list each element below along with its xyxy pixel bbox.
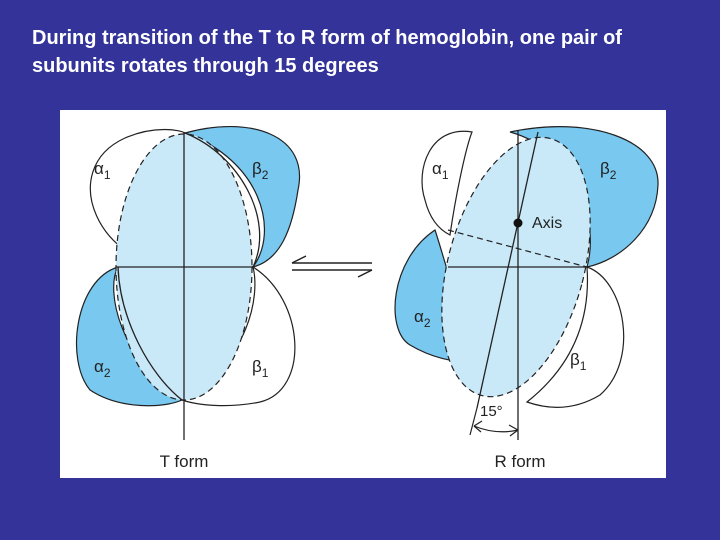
axis-point <box>513 218 523 228</box>
r-form-diagram: Axis 15° α1 β2 α2 β1 R form <box>394 126 659 471</box>
axis-label: Axis <box>532 215 562 232</box>
t-alpha2-subunit <box>75 265 184 407</box>
t-alpha2-label: α2 <box>94 357 111 380</box>
t-beta2-label: β2 <box>252 159 269 182</box>
equilibrium-arrows <box>291 255 373 278</box>
r-beta1-subunit <box>525 266 625 408</box>
t-beta1-subunit <box>180 265 296 407</box>
r-alpha1-label: α1 <box>432 159 449 182</box>
diagram-svg: α1 β2 α2 β1 T form <box>75 126 659 471</box>
slide-title: During transition of the T to R form of … <box>32 27 622 77</box>
t-form-caption: T form <box>160 452 209 471</box>
r-beta1-label: β1 <box>570 350 587 373</box>
t-form-diagram: α1 β2 α2 β1 T form <box>75 126 301 471</box>
angle-arc <box>473 425 519 433</box>
r-form-caption: R form <box>495 452 546 471</box>
r-beta2-label: β2 <box>600 159 617 182</box>
r-rotated-axis-line <box>476 131 539 409</box>
hemoglobin-diagram: α1 β2 α2 β1 T form <box>60 110 666 478</box>
t-beta2-subunit <box>183 126 301 269</box>
r-alpha2-label: α2 <box>414 307 431 330</box>
t-alpha1-label: α1 <box>94 159 111 182</box>
r-alpha1-subunit <box>421 130 473 236</box>
angle-label: 15° <box>480 403 503 420</box>
t-beta1-label: β1 <box>252 357 269 380</box>
